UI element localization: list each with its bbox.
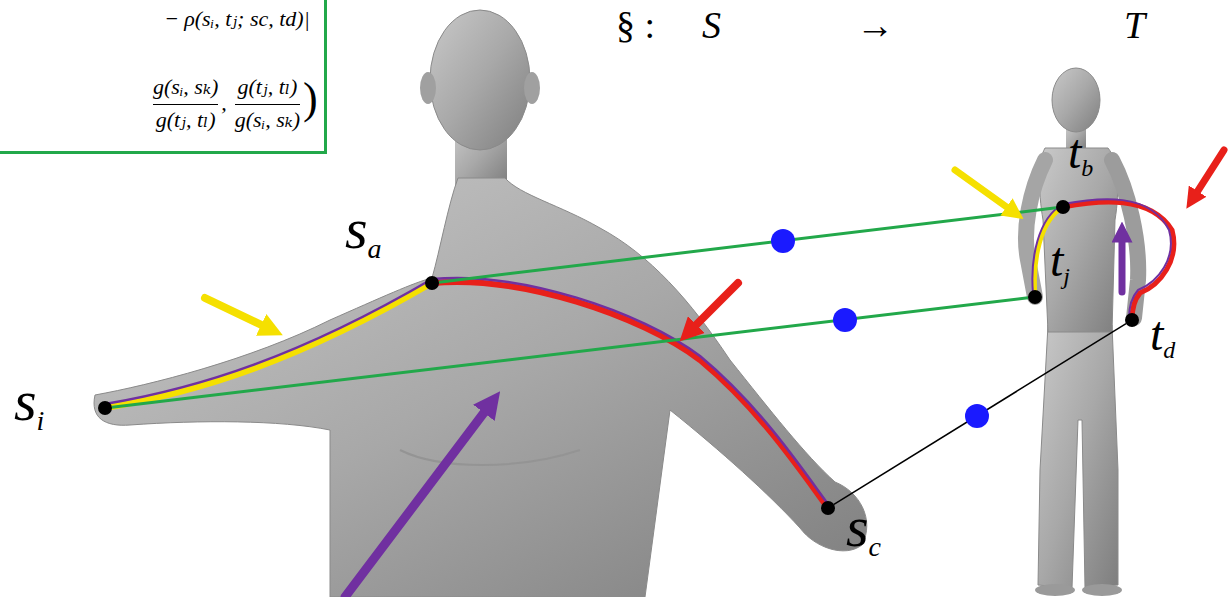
correspondence-point: tb [1056, 200, 1070, 214]
point-label: tj [1050, 236, 1070, 288]
formula-text: − ρ(sᵢ, tⱼ; sc, td)| [164, 7, 310, 31]
correspondence-line [439, 208, 1056, 282]
figure-label: § : [616, 6, 655, 44]
source-mesh [94, 10, 867, 597]
formula-text: ) [303, 75, 318, 123]
point-label: sc [846, 498, 881, 561]
fraction-bar [235, 104, 300, 105]
point-label: tb [1068, 128, 1093, 180]
geodesic-curves [105, 199, 1174, 508]
correspondence-line [112, 298, 1028, 407]
target-mesh [1026, 68, 1138, 596]
correspondence-point: si [98, 401, 112, 415]
formula-text: g(tⱼ, tₗ) [156, 108, 216, 132]
figure-label: T [1124, 6, 1145, 44]
point-label: sa [345, 200, 382, 263]
correspondence-point: sa [425, 276, 439, 290]
blue-dots [771, 229, 989, 428]
point-label: td [1150, 310, 1175, 362]
formula-box: − ρ(sᵢ, tⱼ; sc, td)|g(sᵢ, sₖ)g(tⱼ, tₗ),g… [0, 0, 327, 154]
formula-text: g(sᵢ, sₖ) [235, 108, 300, 132]
figure-label: S [702, 6, 721, 44]
fraction-bar [153, 104, 218, 105]
correspondence-line [834, 324, 1126, 505]
correspondence-point: td [1125, 313, 1139, 327]
correspondence-point: tj [1028, 290, 1042, 304]
formula-text: g(sᵢ, sₖ) [153, 75, 218, 99]
pointer-arrows [205, 150, 1224, 597]
formula-text: , [221, 91, 227, 115]
figure-label: → [856, 6, 894, 44]
point-label: si [14, 372, 44, 435]
correspondence-point: sc [821, 501, 835, 515]
formula-text: g(tⱼ, tₗ) [237, 75, 297, 99]
